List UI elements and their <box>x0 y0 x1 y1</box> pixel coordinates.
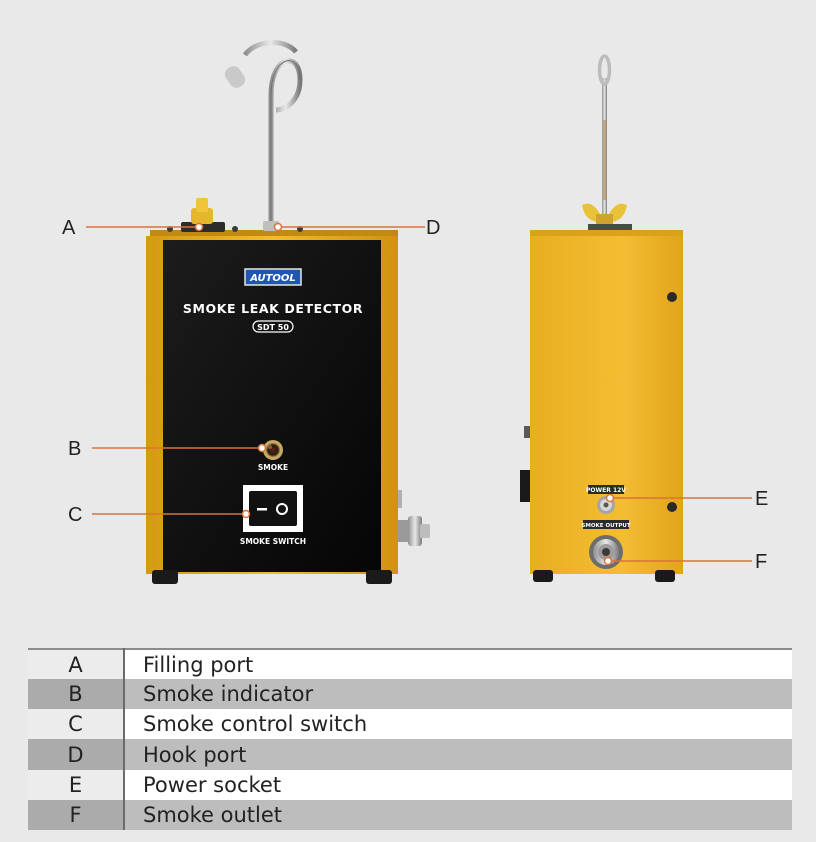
callout-dot-f <box>603 556 613 566</box>
table-row: E Power socket <box>28 769 792 800</box>
legend-text: Hook port <box>124 739 792 770</box>
legend-text: Smoke indicator <box>124 679 792 710</box>
table-row: C Smoke control switch <box>28 709 792 740</box>
callout-dot-e <box>605 493 615 503</box>
table-row: F Smoke outlet <box>28 799 792 830</box>
wing-nut <box>582 203 627 224</box>
callout-letter-d: D <box>426 217 440 239</box>
table-row: D Hook port <box>28 739 792 770</box>
legend-key: E <box>28 769 125 800</box>
legend-key: B <box>28 679 125 710</box>
callout-letter-f: F <box>755 551 767 573</box>
callout-dot-b <box>257 443 267 453</box>
legend-table: A Filling port B Smoke indicator C Smoke… <box>28 647 792 830</box>
product-diagram: AUTOOL SMOKE LEAK DETECTOR SDT 50 SMOKE … <box>62 40 768 584</box>
callout-letter-c: C <box>68 504 82 526</box>
hook-tip-cap <box>224 66 246 88</box>
power-label: POWER 12V <box>586 487 626 494</box>
legend-text: Filling port <box>124 647 792 680</box>
callout-dot-d <box>273 222 283 232</box>
callout-letter-b: B <box>68 438 81 460</box>
legend-key: D <box>28 739 125 770</box>
legend-text: Power socket <box>124 769 792 800</box>
side-view: POWER 12V SMOKE OUTPUT <box>520 54 683 582</box>
table-row: B Smoke indicator <box>28 679 792 710</box>
legend-key: A <box>28 647 125 680</box>
legend-text: Smoke control switch <box>124 709 792 740</box>
side-body <box>530 230 683 574</box>
front-nozzle <box>398 490 430 546</box>
callout-dot-a <box>194 222 204 232</box>
power-label-badge <box>588 485 624 494</box>
output-label-badge <box>583 520 629 529</box>
indicator-label: SMOKE <box>258 463 288 472</box>
model-label: SDT 50 <box>257 323 289 332</box>
callout-dot-c <box>241 509 251 519</box>
callout-letter-a: A <box>62 217 76 239</box>
front-view: AUTOOL SMOKE LEAK DETECTOR SDT 50 SMOKE … <box>146 40 430 584</box>
brand-logo: AUTOOL <box>249 273 296 284</box>
callouts <box>86 226 752 562</box>
product-title: SMOKE LEAK DETECTOR <box>183 301 363 316</box>
output-label: SMOKE OUTPUT <box>581 523 630 529</box>
switch-label: SMOKE SWITCH <box>240 537 306 546</box>
legend-key: C <box>28 709 125 740</box>
hook <box>268 58 303 222</box>
legend-text: Smoke outlet <box>124 799 792 830</box>
smoke-switch[interactable] <box>243 485 303 532</box>
model-badge <box>252 320 294 333</box>
smoke-indicator <box>263 440 283 460</box>
legend-key: F <box>28 799 125 830</box>
callout-letter-e: E <box>755 488 768 510</box>
table-row: A Filling port <box>28 647 792 680</box>
brand-logo-badge <box>244 268 302 286</box>
